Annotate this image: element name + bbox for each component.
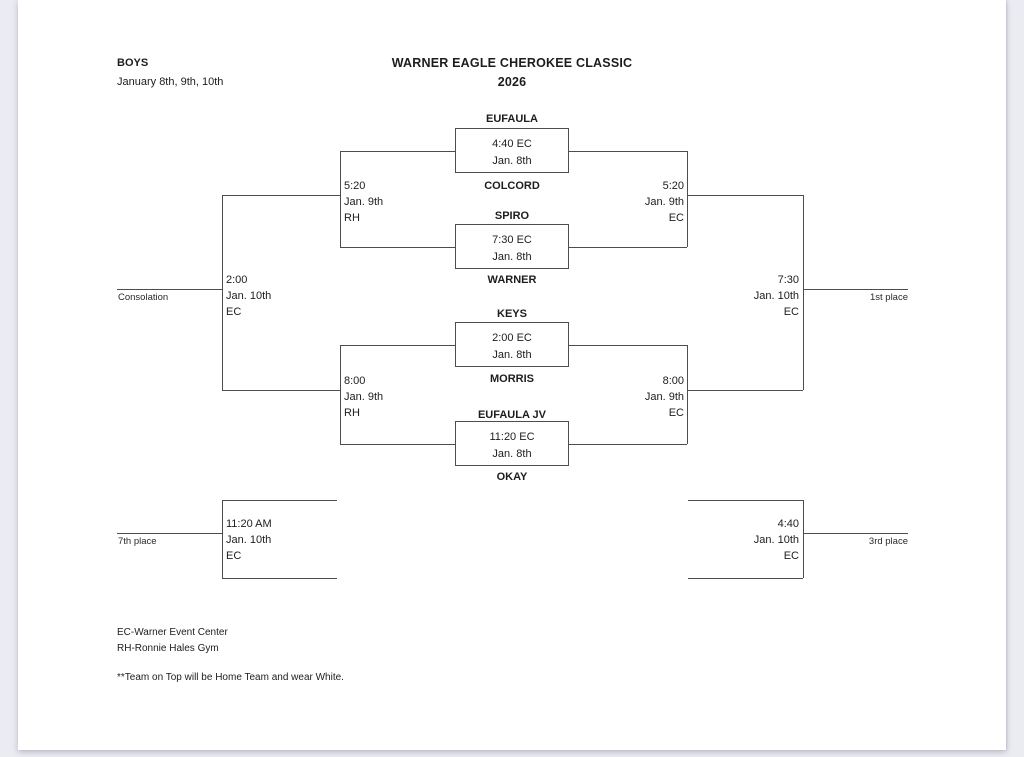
bracket-line bbox=[688, 578, 803, 579]
bracket-line bbox=[803, 533, 908, 534]
semifinal-losers-top: 5:20 Jan. 9th RH bbox=[344, 178, 383, 226]
game-time: 8:00 bbox=[344, 375, 366, 387]
bracket-line bbox=[687, 151, 688, 247]
game-time: 4:40 bbox=[777, 518, 799, 530]
game-time: 11:20 AM bbox=[226, 518, 272, 530]
bracket-line bbox=[569, 345, 687, 346]
game-date: Jan. 9th bbox=[644, 196, 684, 208]
team-keys: KEYS bbox=[497, 308, 527, 320]
tournament-title: WARNER EAGLE CHEROKEE CLASSIC bbox=[391, 56, 633, 70]
bracket-line bbox=[222, 500, 337, 501]
bracket-line bbox=[222, 195, 223, 390]
tournament-dates: January 8th, 9th, 10th bbox=[117, 76, 224, 88]
bracket-line bbox=[340, 151, 341, 247]
team-warner: WARNER bbox=[487, 274, 537, 286]
first-place-label: 1st place bbox=[869, 292, 908, 303]
semifinal-winners-top: 5:20 Jan. 9th EC bbox=[584, 178, 684, 226]
game-date: Jan. 9th bbox=[644, 391, 684, 403]
bracket-line bbox=[340, 345, 341, 444]
game-time: 5:20 bbox=[344, 180, 366, 192]
game-venue: RH bbox=[344, 407, 360, 419]
third-place-label: 3rd place bbox=[868, 536, 908, 547]
team-colcord: COLCORD bbox=[484, 180, 540, 192]
game-time: 7:30 bbox=[777, 274, 799, 286]
consolation-label: Consolation bbox=[118, 292, 169, 303]
game3-box: 2:00 EC Jan. 8th bbox=[455, 322, 569, 367]
legend-rh: RH-Ronnie Hales Gym bbox=[117, 643, 219, 654]
division-label: BOYS bbox=[117, 57, 149, 69]
game-venue: EC bbox=[226, 306, 242, 318]
game-date: Jan. 9th bbox=[344, 196, 384, 208]
bracket-line bbox=[803, 500, 804, 578]
bracket-line bbox=[569, 444, 687, 445]
game-venue: RH bbox=[344, 212, 360, 224]
legend-ec: EC-Warner Event Center bbox=[117, 627, 228, 638]
game-venue: EC bbox=[783, 306, 799, 318]
bracket-line bbox=[117, 289, 222, 290]
game-date: Jan. 9th bbox=[344, 391, 384, 403]
bracket-document-page: BOYS January 8th, 9th, 10th WARNER EAGLE… bbox=[18, 0, 1006, 750]
game1-date: Jan. 8th bbox=[492, 155, 532, 167]
game-date: Jan. 10th bbox=[226, 290, 272, 302]
team-spiro: SPIRO bbox=[494, 210, 530, 222]
game4-date: Jan. 8th bbox=[492, 448, 532, 460]
seventh-place-label: 7th place bbox=[118, 536, 157, 547]
consolation-game: 2:00 Jan. 10th EC bbox=[226, 272, 271, 320]
game-time: 8:00 bbox=[662, 375, 684, 387]
game-date: Jan. 10th bbox=[753, 534, 799, 546]
bracket-line bbox=[687, 195, 803, 196]
bracket-line bbox=[340, 151, 455, 152]
bracket-line bbox=[569, 151, 687, 152]
tournament-year: 2026 bbox=[497, 75, 527, 89]
game2-date: Jan. 8th bbox=[492, 251, 532, 263]
bracket-line bbox=[340, 247, 455, 248]
bracket-line bbox=[340, 345, 455, 346]
bracket-line bbox=[569, 247, 687, 248]
game-venue: EC bbox=[226, 550, 242, 562]
bracket-line bbox=[222, 195, 340, 196]
game1-time: 4:40 EC bbox=[492, 138, 532, 150]
team-okay: OKAY bbox=[496, 471, 528, 483]
third-place-game: 4:40 Jan. 10th EC bbox=[699, 516, 799, 564]
bracket-line bbox=[687, 345, 688, 444]
bracket-line bbox=[687, 390, 803, 391]
semifinal-winners-bottom: 8:00 Jan. 9th EC bbox=[584, 373, 684, 421]
game-venue: EC bbox=[668, 212, 684, 224]
legend-note: **Team on Top will be Home Team and wear… bbox=[117, 672, 344, 683]
game-venue: EC bbox=[783, 550, 799, 562]
seventh-place-game: 11:20 AM Jan. 10th EC bbox=[226, 516, 272, 564]
team-morris: MORRIS bbox=[490, 373, 534, 385]
championship-game: 7:30 Jan. 10th EC bbox=[699, 272, 799, 320]
game-time: 5:20 bbox=[662, 180, 684, 192]
team-eufaula-jv: EUFAULA JV bbox=[477, 409, 547, 421]
game1-box: 4:40 EC Jan. 8th bbox=[455, 128, 569, 173]
bracket-line bbox=[803, 289, 908, 290]
semifinal-losers-bottom: 8:00 Jan. 9th RH bbox=[344, 373, 383, 421]
bracket-line bbox=[340, 444, 455, 445]
game-time: 2:00 bbox=[226, 274, 248, 286]
bracket-line bbox=[222, 578, 337, 579]
game-date: Jan. 10th bbox=[753, 290, 799, 302]
game3-date: Jan. 8th bbox=[492, 349, 532, 361]
game-date: Jan. 10th bbox=[226, 534, 272, 546]
game2-box: 7:30 EC Jan. 8th bbox=[455, 224, 569, 269]
game-venue: EC bbox=[668, 407, 684, 419]
bracket-line bbox=[222, 390, 340, 391]
bracket-line bbox=[688, 500, 803, 501]
bracket-line bbox=[117, 533, 222, 534]
bracket-line bbox=[803, 195, 804, 390]
game4-box: 11:20 EC Jan. 8th bbox=[455, 421, 569, 466]
game2-time: 7:30 EC bbox=[492, 234, 532, 246]
bracket-line bbox=[222, 500, 223, 578]
team-eufaula: EUFAULA bbox=[486, 113, 538, 125]
game3-time: 2:00 EC bbox=[492, 332, 532, 344]
game4-time: 11:20 EC bbox=[489, 431, 535, 443]
